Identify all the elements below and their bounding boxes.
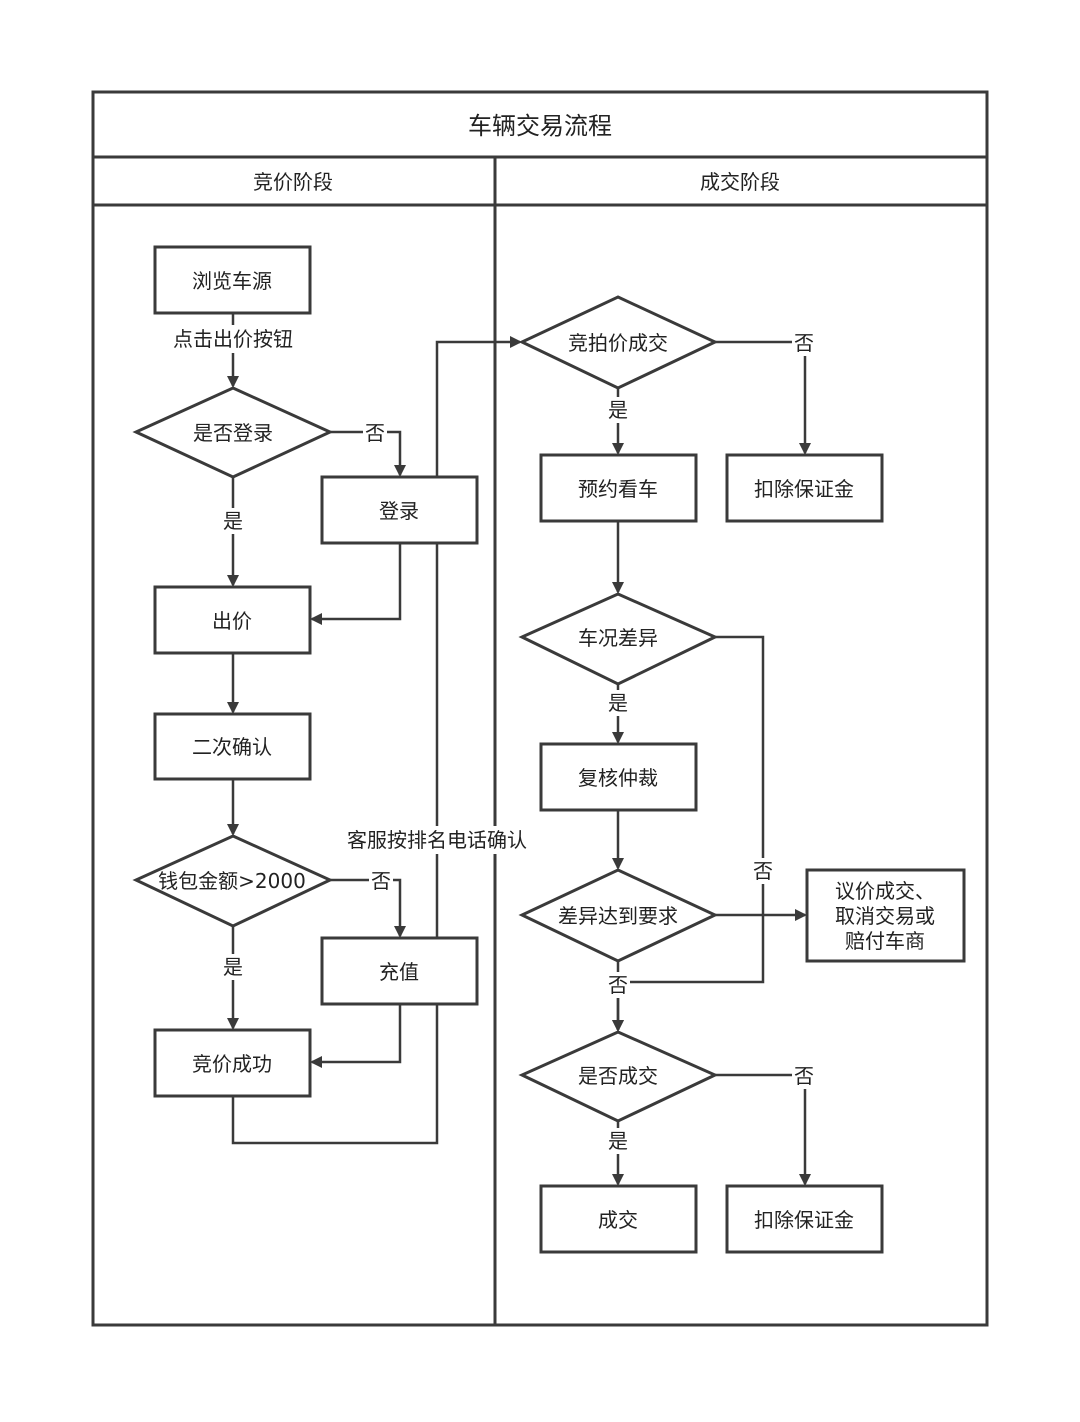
edge-label-condition-yes: 是 [608, 691, 628, 715]
edge-condition-no [612, 635, 765, 1032]
node-deduct-deposit-2-label: 扣除保证金 [754, 1208, 854, 1232]
lane-title-deal: 成交阶段 [700, 170, 780, 194]
node-condition-diff-label: 车况差异 [578, 626, 658, 650]
node-wallet-check-label: 钱包金额>2000 [158, 869, 306, 893]
node-negotiate [805, 868, 966, 963]
node-bid [153, 585, 312, 655]
diagram-title: 车辆交易流程 [468, 112, 612, 140]
edge-label-wallet-no: 否 [371, 869, 391, 893]
edge-label-bg [606, 972, 630, 998]
node-deduct-deposit-2 [725, 1184, 884, 1254]
edge-label-bg [606, 690, 630, 716]
node-browse [153, 245, 312, 315]
node-bid-label: 出价 [212, 609, 252, 633]
node-bid-success [153, 1028, 312, 1098]
node-negotiate-line-1: 议价成交、 [835, 879, 935, 903]
lane-title-bidding: 竞价阶段 [253, 170, 333, 194]
edge-label-is-deal-yes: 是 [608, 1129, 628, 1153]
edge-label-bg [221, 508, 245, 534]
edge-label-is-deal-no: 否 [794, 1064, 814, 1088]
node-deduct-deposit-1 [725, 453, 884, 523]
edge-label-login-yes: 是 [223, 509, 243, 533]
edge-is-deal-no [715, 1073, 811, 1186]
edge-label-condition-no: 否 [753, 859, 773, 883]
edge-label-login-no: 否 [365, 421, 385, 445]
edge-label-bg [792, 1063, 816, 1089]
node-bid-success-label: 竞价成功 [192, 1052, 272, 1076]
edge-label-wallet-yes: 是 [223, 955, 243, 979]
edge-label-bg [606, 1128, 630, 1154]
node-wallet-check [132, 834, 334, 928]
edge-login-to-bid [310, 543, 402, 625]
node-login [320, 475, 479, 545]
node-auction-deal [518, 295, 719, 390]
node-negotiate-line-3: 赔付车商 [845, 929, 925, 953]
edge-label-bg [369, 868, 393, 894]
edge-label-bg [751, 858, 775, 884]
edge-label-bg [341, 826, 531, 854]
node-confirm-twice [153, 712, 312, 781]
edge-label-bg [221, 954, 245, 980]
edge-login-check-no [330, 430, 406, 477]
node-is-logged-in-label: 是否登录 [193, 421, 273, 445]
node-is-deal [518, 1030, 719, 1123]
node-browse-label: 浏览车源 [192, 269, 272, 293]
edge-label-auction-no: 否 [794, 331, 814, 355]
edge-label-bg [606, 397, 630, 423]
edge-label-bg [363, 420, 387, 446]
node-diff-meets-label: 差异达到要求 [558, 904, 678, 928]
diagram-frame [91, 90, 989, 1327]
node-review-arbitration [539, 742, 698, 812]
node-deduct-deposit-1-label: 扣除保证金 [754, 477, 854, 501]
node-confirm-twice-label: 二次确认 [192, 735, 272, 759]
edge-label-bg [792, 330, 816, 356]
node-condition-diff [518, 592, 719, 686]
edge-success-to-auction [231, 336, 522, 1145]
edge-label-customer-service: 客服按排名电话确认 [347, 828, 527, 852]
edge-wallet-no [330, 878, 406, 938]
node-is-logged-in [132, 386, 334, 479]
node-book-viewing-label: 预约看车 [578, 477, 658, 501]
node-review-arbitration-label: 复核仲裁 [578, 766, 658, 790]
node-login-label: 登录 [379, 499, 419, 523]
node-deal [539, 1184, 698, 1254]
edge-label-auction-yes: 是 [608, 398, 628, 422]
node-diff-meets [518, 868, 719, 963]
node-negotiate-line-2: 取消交易或 [835, 904, 935, 928]
edge-label-bg [167, 325, 301, 353]
node-recharge [320, 936, 479, 1006]
node-auction-deal-label: 竞拍价成交 [568, 331, 668, 355]
node-book-viewing [539, 453, 698, 523]
edge-auction-no [715, 340, 811, 455]
node-is-deal-label: 是否成交 [578, 1064, 658, 1088]
node-recharge-label: 充值 [379, 960, 419, 984]
edge-label-click-bid: 点击出价按钮 [173, 327, 293, 351]
edge-recharge-to-success [310, 1004, 402, 1068]
edge-label-diff-no: 否 [608, 973, 628, 997]
node-deal-label: 成交 [598, 1208, 638, 1232]
